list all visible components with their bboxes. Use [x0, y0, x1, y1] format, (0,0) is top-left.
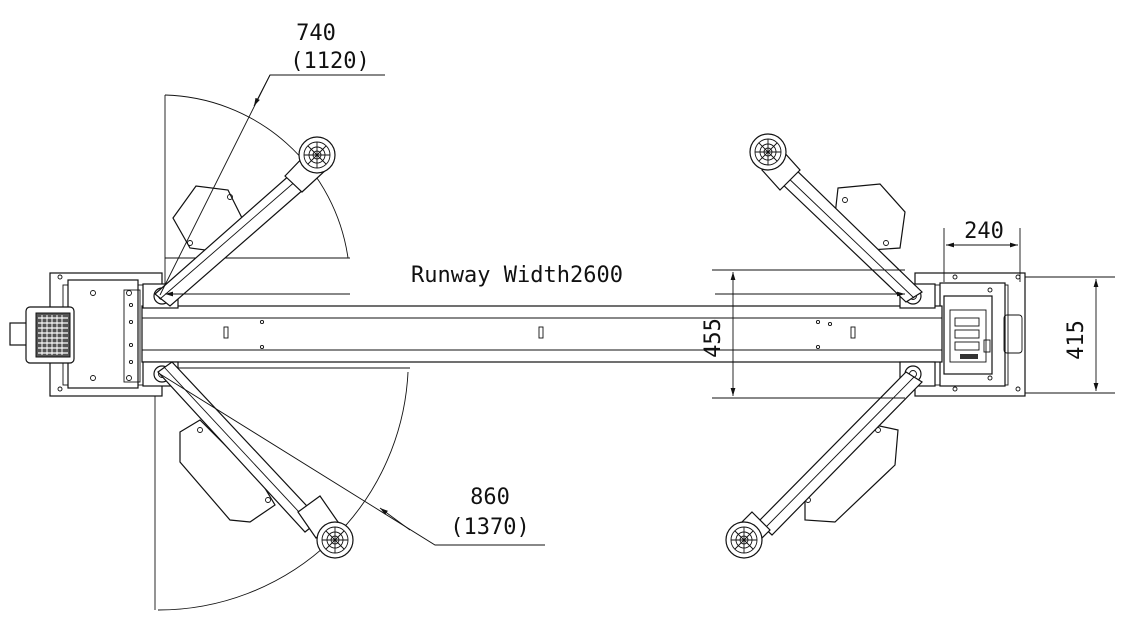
dimension-455: 455	[701, 269, 905, 399]
dim-455-label: 455	[701, 318, 726, 358]
dimension-240: 240	[943, 219, 1021, 282]
dimension-415: 415	[1025, 276, 1115, 394]
lift-arm-left-top	[154, 136, 336, 307]
runway-beam	[141, 305, 943, 363]
lift-arm-right-bottom	[725, 371, 923, 559]
dim-860-label: 860	[470, 485, 510, 510]
lift-arm-right-top	[749, 133, 923, 303]
lift-arm-left-bottom	[157, 361, 354, 559]
dimension-arm-swing-top: 740 (1120)	[159, 21, 385, 296]
dim-740-label: 740	[296, 21, 336, 46]
runway-width-label: Runway Width2600	[411, 263, 623, 288]
dim-1370-label: (1370)	[450, 515, 529, 540]
motor-unit	[9, 306, 75, 364]
dim-415-label: 415	[1064, 320, 1089, 360]
dimension-runway-width: Runway Width2600	[165, 263, 905, 297]
dim-240-label: 240	[964, 219, 1004, 244]
dimension-arm-swing-bottom: 860 (1370)	[159, 373, 545, 546]
control-box	[943, 295, 993, 375]
dim-1120-label: (1120)	[290, 49, 369, 74]
